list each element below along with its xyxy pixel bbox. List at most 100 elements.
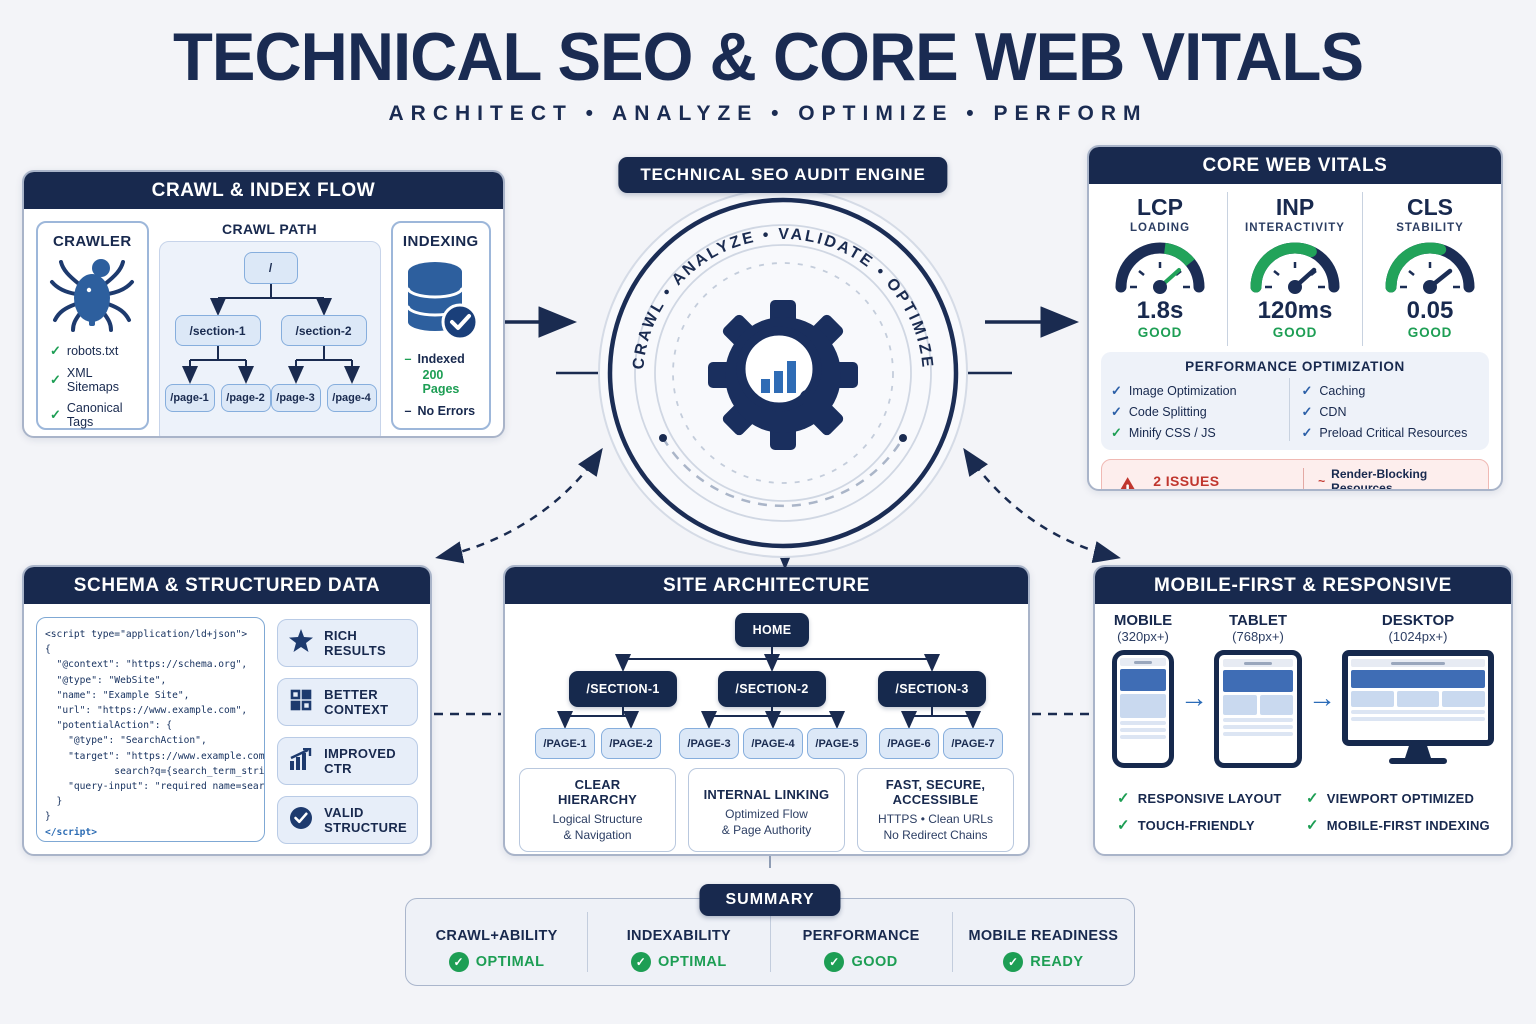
summary-value: OPTIMAL (475, 954, 545, 970)
divider (1302, 468, 1305, 489)
arrow-engine-to-schema (435, 447, 603, 564)
site-architecture-tree: HOME /SECTION-1 /SECTION-2 /SECTION-3 /P… (505, 604, 1028, 764)
mobile-check-label: VIEWPORT OPTIMIZED (1326, 790, 1475, 806)
metric-cls: CLS STABILITY 0.05 GOOD (1362, 192, 1497, 346)
crawler-checklist: ✓robots.txt ✓XML Sitemaps ✓Canonical Tag… (44, 334, 141, 438)
star-icon (288, 629, 314, 657)
device-desktop: DESKTOP (1024px+) (1342, 612, 1494, 764)
summary-header: SUMMARY (699, 884, 841, 916)
summary-value: OPTIMAL (658, 954, 727, 970)
feature-desc: HTTPS • Clean URLs No Redirect Chains (878, 812, 993, 842)
spider-icon (50, 259, 135, 332)
summary-indexability: INDEXABILITY ✓OPTIMAL (587, 912, 769, 972)
badge-rich-results: RICH RESULTS (277, 619, 418, 667)
feature-desc: Logical Structure & Navigation (552, 812, 643, 842)
metric-abbr: INP (1275, 194, 1315, 220)
summary-mobile-readiness: MOBILE READINESS ✓READY (951, 912, 1134, 972)
code-line: } (45, 811, 51, 823)
crawler-item: Canonical Tags (66, 401, 123, 429)
core-web-vitals-panel: CORE WEB VITALS LCP LOADING 1.8s (1087, 145, 1503, 491)
chart-up-icon (288, 747, 314, 775)
perf-col-right: ✓Caching ✓CDN ✓Preload Critical Resource… (1288, 378, 1480, 441)
feature-clear-hierarchy: CLEAR HIERARCHY Logical Structure & Navi… (519, 768, 676, 852)
crawl-node-root: / (243, 252, 298, 284)
mobile-first-header: MOBILE-FIRST & RESPONSIVE (1095, 567, 1511, 604)
grid-icon (288, 689, 314, 716)
crawler-item: XML Sitemaps (66, 366, 120, 394)
audit-engine-header: TECHNICAL SEO AUDIT ENGINE (618, 157, 948, 193)
metric-label: INTERACTIVITY (1245, 222, 1345, 234)
core-web-vitals-header: CORE WEB VITALS (1089, 147, 1501, 184)
arch-node-home: HOME (735, 613, 809, 647)
perf-item-label: Minify CSS / JS (1128, 426, 1216, 440)
code-line: { (45, 644, 51, 656)
code-line: </script> (45, 826, 97, 838)
check-circle-icon: ✓ (448, 952, 469, 972)
code-line: "@context": "https://schema.org", (45, 659, 248, 671)
check-circle-icon: ✓ (824, 952, 845, 972)
perf-item-label: Image Optimization (1128, 384, 1237, 398)
feature-fast-secure: FAST, SECURE, ACCESSIBLE HTTPS • Clean U… (857, 768, 1014, 852)
architecture-features: CLEAR HIERARCHY Logical Structure & Navi… (519, 768, 1014, 852)
check-icon: ✓ (50, 372, 61, 387)
mobile-check-label: MOBILE-FIRST INDEXING (1326, 817, 1490, 833)
device-mobile: MOBILE (320px+) (1112, 612, 1174, 768)
phone-mockup-icon (1112, 650, 1174, 768)
cwv-metrics: LCP LOADING 1.8s GOOD INP (1089, 184, 1501, 350)
feature-title: CLEAR HIERARCHY (557, 777, 638, 807)
feature-title: FAST, SECURE, ACCESSIBLE (885, 777, 986, 807)
check-icon: ✓ (1301, 404, 1313, 419)
code-line: "query-input": "required name=search_ter… (68, 781, 265, 793)
arch-node-section: /SECTION-1 (569, 671, 677, 707)
indexing-card: INDEXING –Indexed (390, 221, 491, 430)
gauge-inp (1250, 242, 1340, 294)
code-line: "name": "Example Site", (45, 689, 190, 701)
device-tablet: TABLET (768px+) (1214, 612, 1302, 768)
arch-node-page: /PAGE-4 (743, 728, 803, 759)
performance-optimization-box: PERFORMANCE OPTIMIZATION ✓Image Optimiza… (1101, 352, 1489, 450)
check-icon: ✓ (1301, 425, 1313, 440)
crawl-path-title: CRAWL PATH (222, 221, 318, 237)
badge-label: RICH RESULTS (324, 628, 386, 658)
code-line: "url": "https://www.example.com", (45, 705, 248, 717)
crawl-path-card: CRAWL PATH (158, 221, 381, 436)
crawl-node-page: /page-4 (326, 384, 377, 412)
arch-node-page: /PAGE-1 (535, 728, 595, 759)
summary-crawlability: CRAWL+ABILITY ✓ OPTIMAL (406, 912, 587, 972)
badge-improved-ctr: IMPROVED CTR (277, 737, 418, 785)
summary-label: PERFORMANCE (802, 928, 920, 944)
arch-node-page: /PAGE-3 (679, 728, 739, 759)
arrow-right-icon: → (1308, 682, 1336, 713)
warning-icon (1120, 477, 1135, 489)
page-title: TECHNICAL SEO & CORE WEB VITALS (172, 19, 1364, 95)
indexed-label: Indexed (417, 352, 465, 366)
summary-label: CRAWL+ABILITY (435, 928, 558, 944)
code-line: search?q={search_term_string}", (114, 765, 265, 777)
metric-label: STABILITY (1396, 222, 1464, 234)
gauge-lcp (1115, 242, 1205, 294)
crawl-node-page: /page-1 (164, 384, 215, 412)
code-line: } (45, 796, 63, 808)
check-icon: ✓ (50, 407, 61, 422)
device-size: (768px+) (1232, 629, 1284, 644)
crawl-node-page: /page-2 (220, 384, 271, 412)
schema-panel: SCHEMA & STRUCTURED DATA <script type="a… (22, 565, 432, 856)
metric-value: 0.05 (1406, 297, 1454, 324)
perf-item-label: Code Splitting (1128, 405, 1207, 419)
audit-engine-diagram: CRAWL • ANALYZE • VALIDATE • OPTIMIZE (598, 188, 968, 558)
tablet-mockup-icon (1214, 650, 1302, 768)
code-line: <script type="application/ld+json"> (45, 629, 248, 640)
code-line: "target": "https://www.example.com/ (45, 750, 266, 762)
check-icon: ✓ (50, 343, 61, 358)
check-icon: ✓ (1306, 817, 1319, 834)
crawler-item: Internal Links (67, 436, 141, 438)
device-previews: MOBILE (320px+) → TABLET (768px+) (1095, 604, 1511, 768)
gear-icon (708, 300, 858, 450)
desktop-mockup-icon (1342, 650, 1494, 764)
mobile-check-label: RESPONSIVE LAYOUT (1137, 790, 1282, 806)
schema-header: SCHEMA & STRUCTURED DATA (24, 567, 430, 604)
magnifier-chart-icon (736, 326, 838, 428)
check-icon: ✓ (1111, 383, 1122, 398)
crawl-index-flow-panel: CRAWL & INDEX FLOW CRAWLER (22, 170, 505, 438)
